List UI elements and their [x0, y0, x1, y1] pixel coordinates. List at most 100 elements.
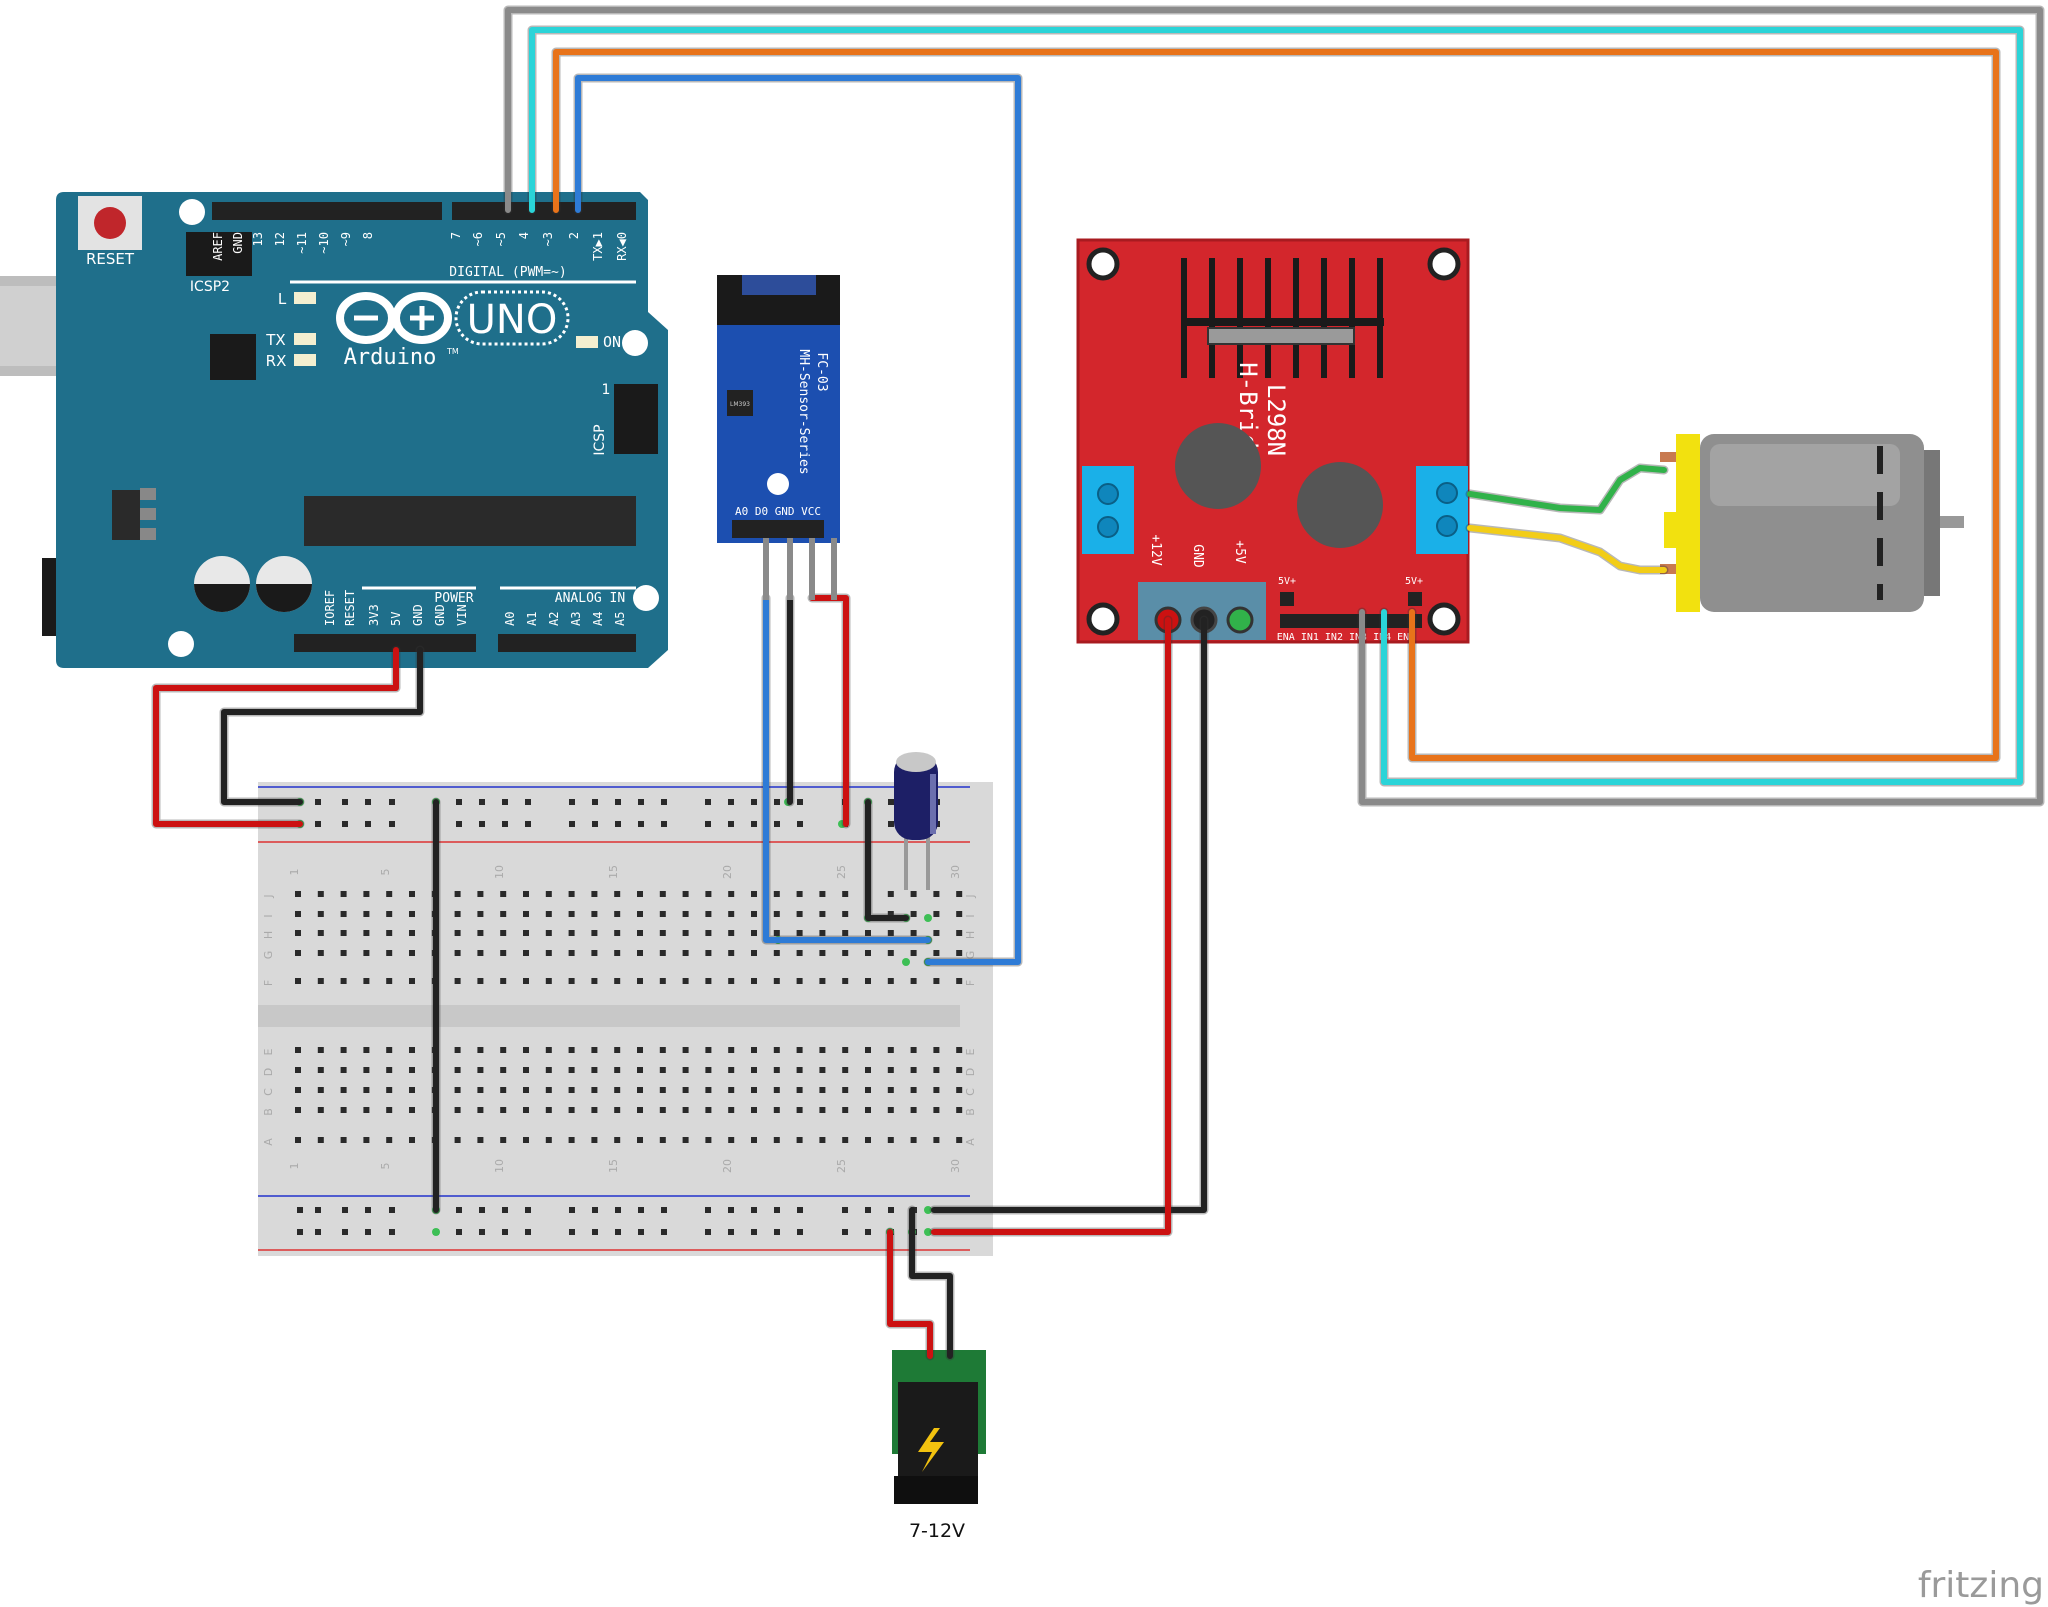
column-number-label: 25 [835, 1159, 848, 1173]
breadboard-hole [545, 950, 552, 956]
breadboard-hole [887, 891, 894, 897]
analog-pin-label: A3 [569, 612, 583, 626]
rail-hole [592, 799, 598, 805]
breadboard-hole [477, 1107, 484, 1113]
breadboard-hole [705, 891, 712, 897]
breadboard-hole [500, 1107, 507, 1113]
breadboard-hole [887, 950, 894, 956]
digital-label: DIGITAL (PWM=~) [449, 265, 566, 280]
breadboard-hole [933, 1137, 940, 1143]
digital-pin-label: 7 [449, 232, 463, 239]
breadboard-hole [340, 1107, 347, 1113]
breadboard-hole [682, 1137, 689, 1143]
breadboard-hole [910, 1067, 917, 1073]
breadboard-hole [842, 1067, 849, 1073]
digital-pin-label: 13 [251, 232, 265, 246]
breadboard-hole [340, 978, 347, 984]
breadboard-hole [682, 950, 689, 956]
breadboard-hole [933, 1067, 940, 1073]
arduino-brand-label: Arduino [344, 345, 437, 370]
row-letter-label: C [262, 1088, 275, 1096]
breadboard-hole [386, 1047, 393, 1053]
breadboard-hole [363, 950, 370, 956]
breadboard-hole [956, 911, 963, 917]
rail-hole [638, 1207, 644, 1213]
rail-hole [569, 821, 575, 827]
comparator-chip [727, 390, 753, 416]
breadboard-hole [819, 1137, 826, 1143]
rail-hole [705, 821, 711, 827]
rail-hole [705, 1207, 711, 1213]
wire-black-gnd-rail-outline [219, 645, 425, 807]
rail-hole [502, 1207, 508, 1213]
breadboard-hole [523, 950, 529, 956]
wire-cyan-pin4-in1 [529, 27, 2023, 785]
power-pin-label: VIN [455, 604, 469, 626]
breadboard-hole [842, 1137, 849, 1143]
icsp-label: ICSP [592, 424, 608, 455]
rail-hole [569, 1229, 575, 1235]
breadboard-hole [409, 978, 415, 984]
breadboard-hole [614, 1067, 621, 1073]
breadboard-hole [477, 978, 484, 984]
usb-chip [210, 334, 256, 380]
breadboard-hole [910, 911, 917, 917]
mount-hole [622, 330, 648, 356]
breadboard-hole [637, 891, 643, 897]
breadboard-hole [705, 1087, 712, 1093]
rail-hole [638, 1229, 644, 1235]
power-jack-label: 7-12V [909, 1520, 965, 1542]
analog-pin-label: A1 [525, 612, 539, 626]
breadboard-hole [363, 1107, 370, 1113]
breadboard-hole [910, 1087, 917, 1093]
breadboard-hole [887, 1047, 894, 1053]
breadboard-hole [591, 1107, 598, 1113]
rail-hole [315, 1207, 321, 1213]
rail-hole [751, 1207, 757, 1213]
column-number-label: 10 [493, 1159, 506, 1173]
connected-hole [432, 1228, 440, 1236]
breadboard-hole [477, 1067, 484, 1073]
breadboard-hole [865, 978, 871, 984]
breadboard-hole [751, 950, 757, 956]
breadboard-hole [591, 891, 598, 897]
control-pin-header [1280, 614, 1422, 628]
breadboard-hole [523, 1087, 529, 1093]
led-l-label: L [278, 290, 287, 308]
motor-b-terminal [1416, 466, 1468, 554]
breadboard-hole [728, 1047, 735, 1053]
analog-pin-label: A4 [591, 612, 605, 626]
mount-hole [1086, 602, 1120, 636]
breadboard-hole [317, 950, 324, 956]
breadboard-hole [637, 911, 643, 917]
breadboard-hole [295, 978, 301, 984]
breadboard-hole [614, 1107, 621, 1113]
breadboard-hole [295, 930, 301, 936]
breadboard-hole [477, 1137, 484, 1143]
breadboard-hole [910, 1047, 917, 1053]
plus5v-label: +5V [1232, 540, 1247, 564]
digital-pin-label: ~9 [339, 232, 353, 246]
rail-hole [615, 1207, 621, 1213]
row-letter-label: B [262, 1108, 275, 1116]
rail-hole [705, 1229, 711, 1235]
breadboard-hole [773, 891, 780, 897]
breadboard-hole [454, 911, 461, 917]
breadboard-hole [751, 1067, 757, 1073]
column-number-label: 5 [379, 1163, 392, 1170]
capacitor [1297, 462, 1383, 548]
mount-hole [1427, 247, 1461, 281]
breadboard-hole [637, 1107, 643, 1113]
wire-green-motor [1467, 465, 1667, 513]
breadboard-hole [545, 1047, 552, 1053]
capacitor [1175, 423, 1261, 509]
breadboard-hole [659, 1107, 666, 1113]
breadboard-hole [842, 891, 849, 897]
breadboard-hole [705, 1107, 712, 1113]
rail-hole [797, 1207, 803, 1213]
plus12v-label: +12V [1148, 534, 1163, 565]
breadboard-hole [705, 950, 712, 956]
breadboard-hole [317, 1087, 324, 1093]
digital-header-right [452, 202, 636, 220]
